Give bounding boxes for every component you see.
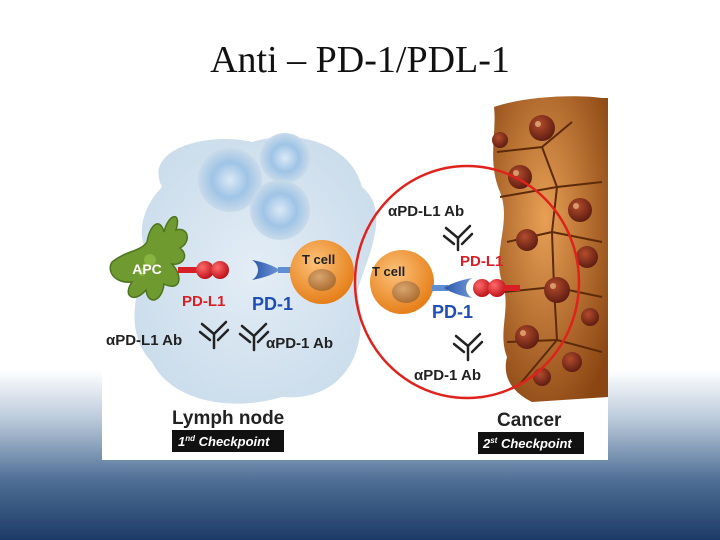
- pdl1-ligand: [488, 279, 506, 297]
- checkpoint-badge-1: [172, 430, 284, 452]
- checkpoint-2-num: 2: [482, 436, 491, 451]
- lymph-follicle: [250, 180, 310, 240]
- checkpoint-1-sup: nd: [185, 434, 196, 443]
- cancer-label: Cancer: [497, 410, 562, 431]
- checkpoint-2-word: Checkpoint: [497, 436, 572, 451]
- lymph-node-shape: [134, 137, 377, 404]
- pdl1-ligand: [473, 279, 491, 297]
- lymph-follicle: [198, 148, 262, 212]
- diagram-svg: APC PD-L1 PD-1 T cell αPD-L1 Ab αPD-1 Ab…: [106, 96, 608, 454]
- lymph-node-label: Lymph node: [172, 408, 284, 429]
- pd1-receptor: [252, 260, 280, 280]
- checkpoint-2-sup: st: [490, 436, 497, 445]
- slide-title: Anti – PD-1/PDL-1: [210, 39, 510, 81]
- antibody-icon: [238, 322, 270, 352]
- antibody-icon: [442, 224, 474, 252]
- antibody-icon: [198, 320, 230, 350]
- checkpoint-badge-2: [478, 432, 584, 454]
- apc-label: APC: [132, 261, 162, 277]
- checkpoint-1-text: 1nd Checkpoint: [178, 434, 270, 449]
- apdl1-ab-label: αPD-L1 Ab: [106, 332, 182, 349]
- pdl1-ligand: [211, 261, 229, 279]
- apd1-ab-label: αPD-1 Ab: [266, 335, 333, 352]
- tcell-label: T cell: [302, 252, 335, 267]
- pdl1-label: PD-L1: [460, 253, 503, 270]
- t-cell-nucleus: [308, 269, 336, 291]
- pd1-label: PD-1: [432, 302, 473, 322]
- checkpoint-2-text: 2st Checkpoint: [482, 436, 572, 451]
- tumor-interface-highlight: [353, 164, 581, 400]
- checkpoint-1-num: 1: [178, 434, 185, 449]
- pd1-label: PD-1: [252, 294, 293, 314]
- checkpoint-1-word: Checkpoint: [195, 434, 270, 449]
- tumor-cell-nuclei: [492, 115, 599, 386]
- apd1-ab-label: αPD-1 Ab: [414, 367, 481, 384]
- apdl1-ab-label: αPD-L1 Ab: [388, 203, 464, 220]
- pdl1-label: PD-L1: [182, 293, 225, 310]
- tcell-label: T cell: [372, 264, 405, 279]
- pdl1-ligand: [196, 261, 214, 279]
- t-cell-nucleus: [392, 281, 420, 303]
- checkpoint-diagram: APC PD-L1 PD-1 T cell αPD-L1 Ab αPD-1 Ab…: [102, 92, 608, 460]
- pd1-receptor: [444, 278, 472, 298]
- lymph-follicle: [260, 133, 310, 183]
- antibody-icon: [452, 332, 484, 362]
